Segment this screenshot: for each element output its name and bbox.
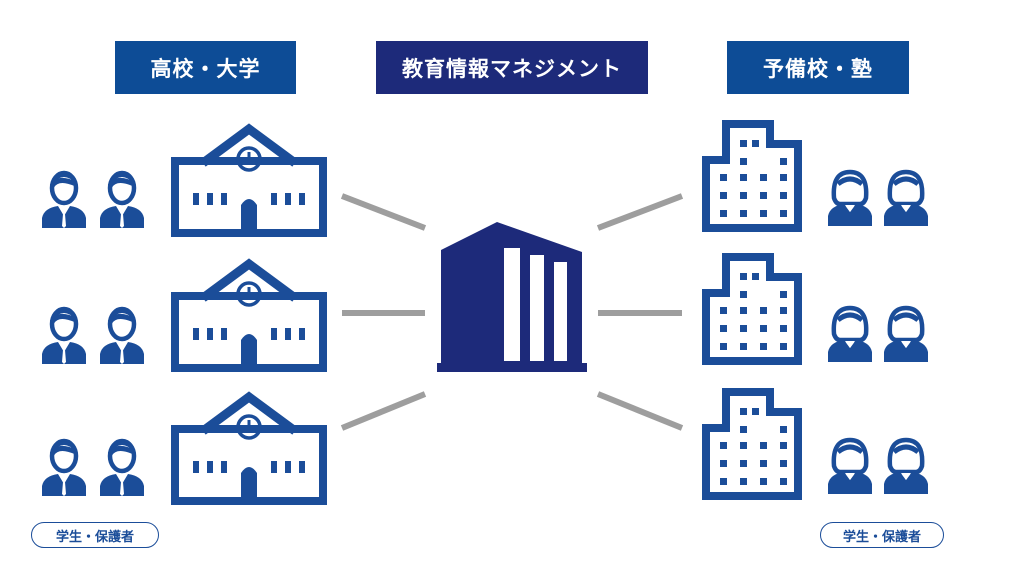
female-student-icon: [884, 172, 928, 226]
office-building-icon: [706, 392, 798, 496]
female-student-icon: [828, 308, 872, 362]
female-student-icon: [828, 172, 872, 226]
school-building-icon: [175, 264, 323, 368]
label-education-info-management: 教育情報マネジメント: [376, 41, 648, 94]
connector-line: [596, 193, 684, 231]
students-guardians-pill-right: 学生・保護者: [820, 522, 944, 548]
connector-line: [596, 391, 684, 431]
male-student-icon: [42, 441, 86, 496]
male-student-icon: [100, 309, 144, 364]
label-high-school-university: 高校・大学: [115, 41, 296, 94]
students-guardians-pill-left: 学生・保護者: [31, 522, 159, 548]
male-student-icon: [100, 173, 144, 228]
school-building-icon: [175, 129, 323, 233]
connector-lines-left: [340, 193, 427, 431]
male-student-icon: [100, 441, 144, 496]
female-student-icon: [884, 308, 928, 362]
male-student-icon: [42, 309, 86, 364]
school-building-icon: [175, 397, 323, 501]
office-building-icon: [706, 257, 798, 361]
connector-lines-right: [596, 193, 684, 431]
office-building-icon: [706, 124, 798, 228]
connector-line: [340, 193, 427, 231]
female-student-icon: [828, 440, 872, 494]
central-building-icon: [437, 222, 587, 372]
connector-line: [340, 391, 427, 431]
male-student-icon: [42, 173, 86, 228]
label-prep-school-cram: 予備校・塾: [727, 41, 909, 94]
female-student-icon: [884, 440, 928, 494]
